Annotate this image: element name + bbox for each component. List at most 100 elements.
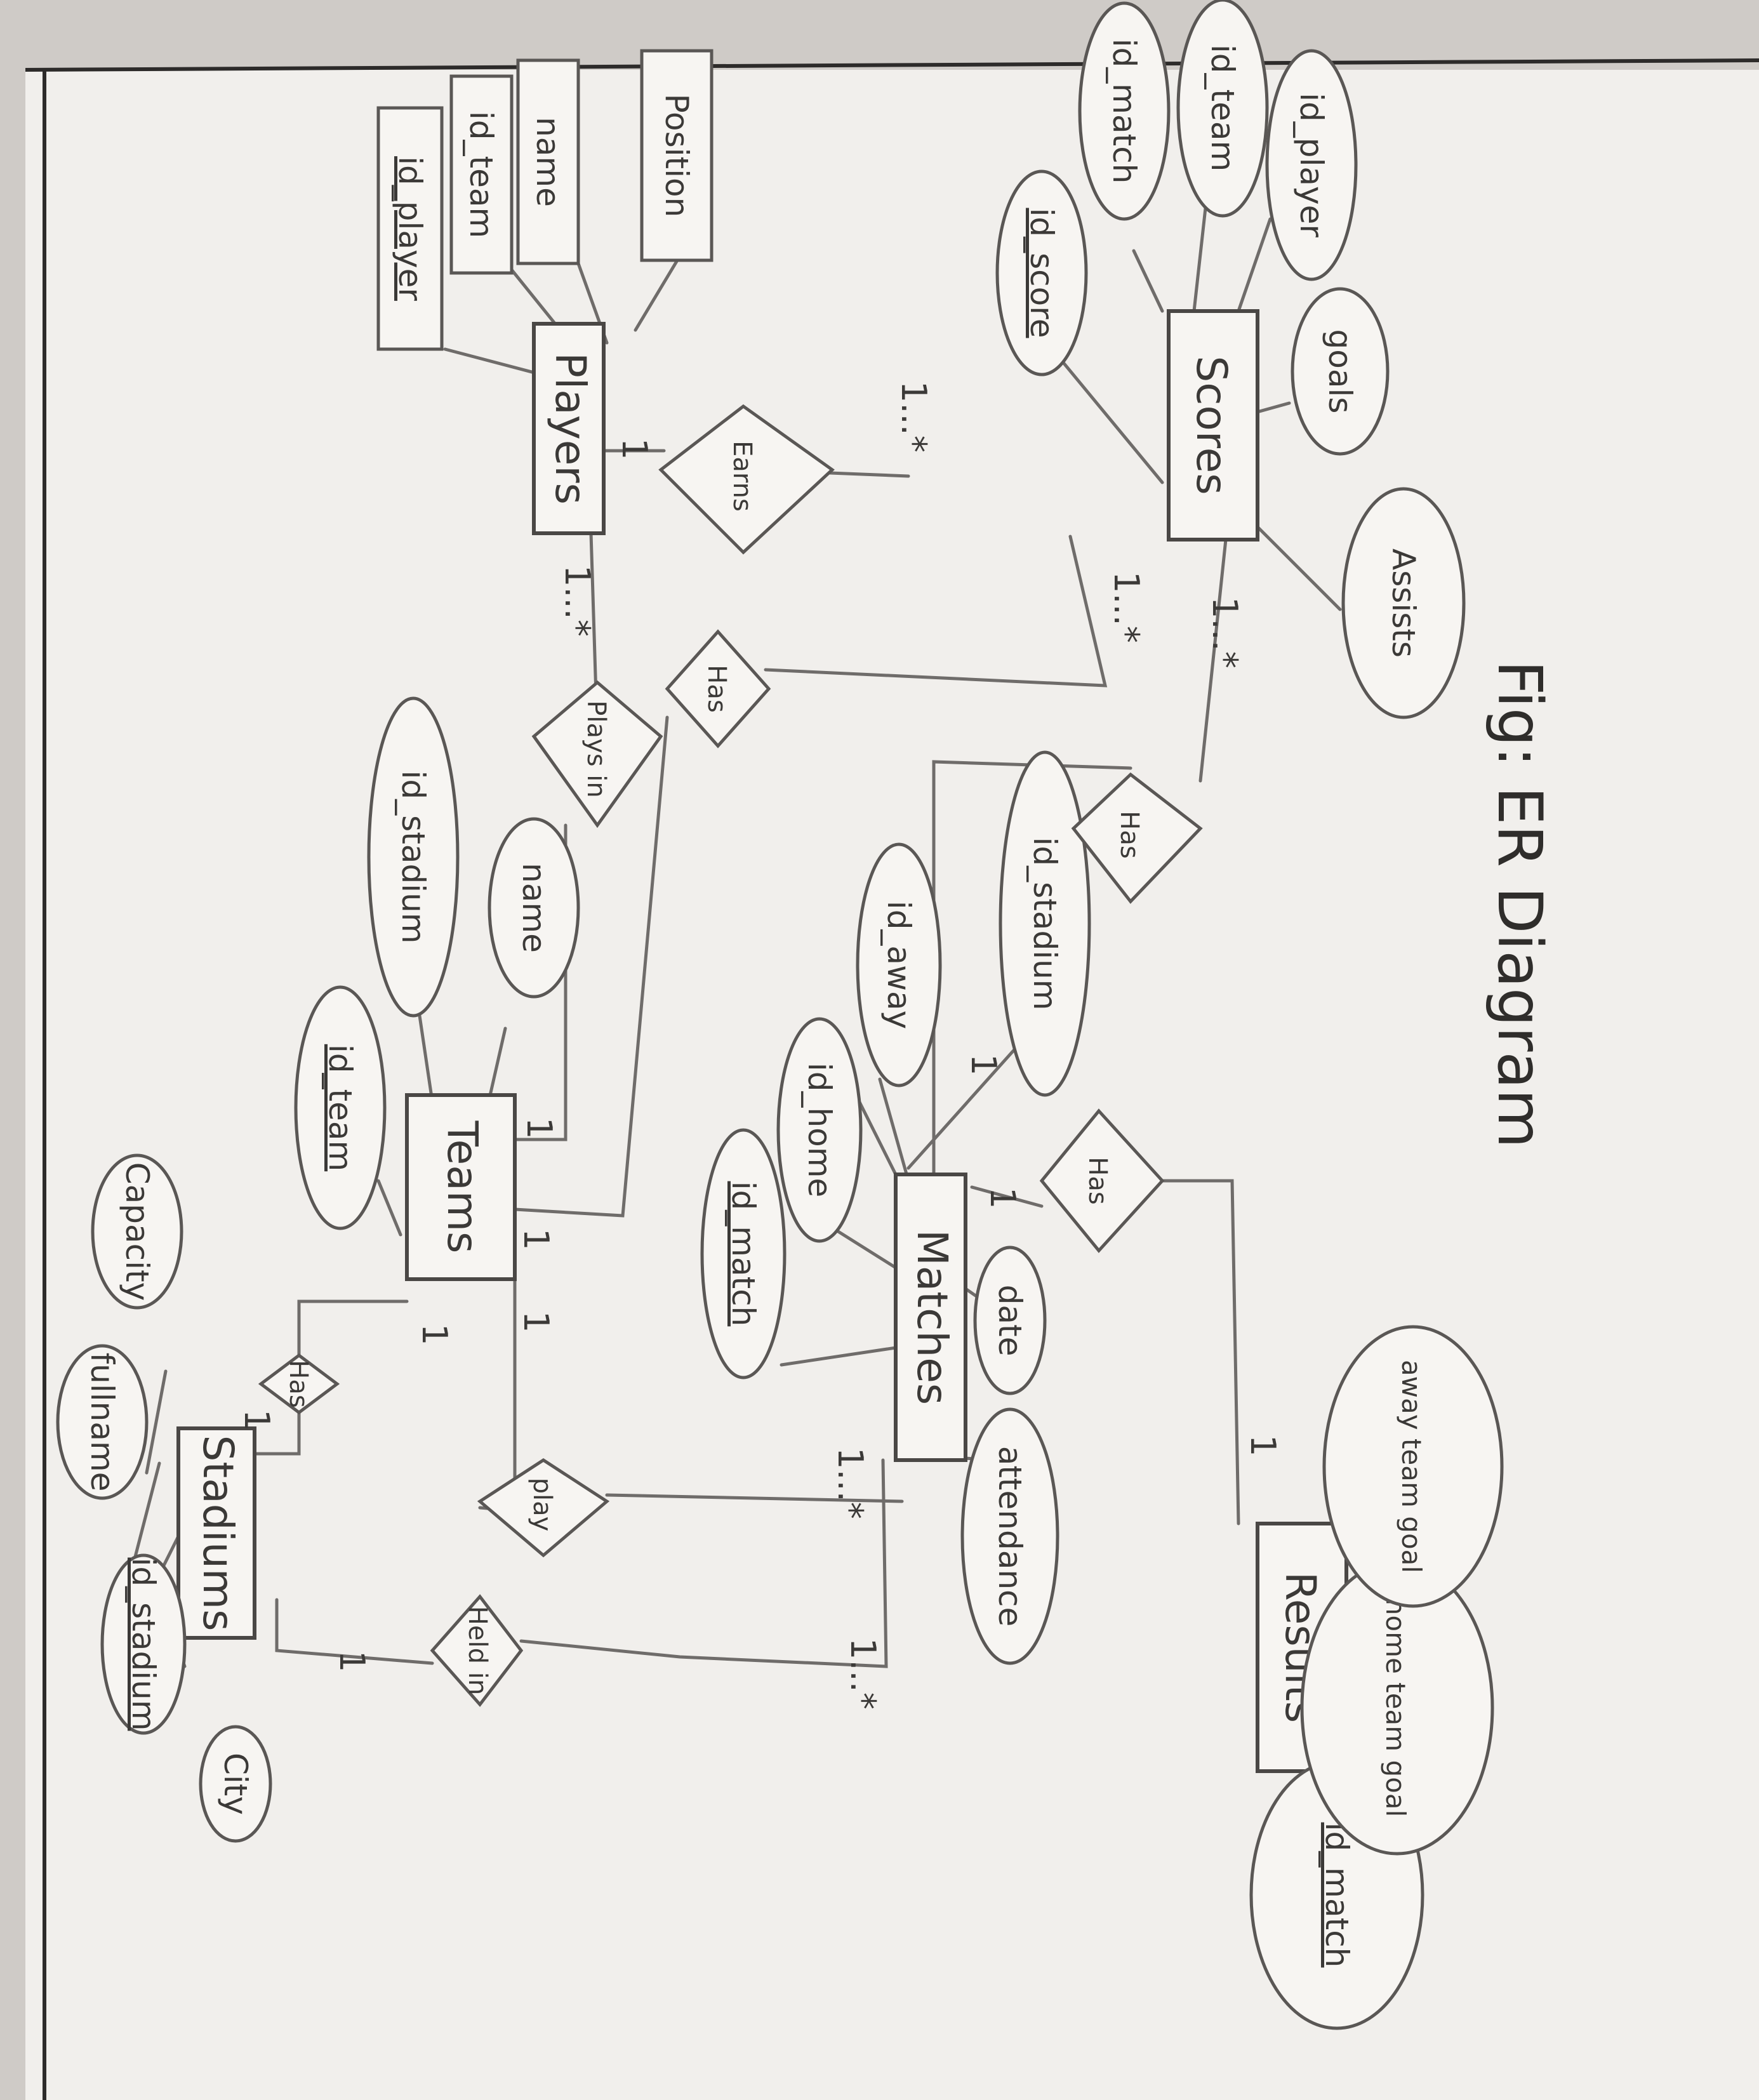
- attr-scores-goals: goals: [1291, 287, 1390, 456]
- attribute-label: id_match: [1318, 1823, 1355, 1968]
- attr-results-away-goal: away team goal: [1322, 1325, 1504, 1608]
- attribute-label: id_team: [463, 111, 500, 238]
- cardinality-label: 1: [614, 438, 654, 460]
- rel-stadiums-matches: Held in: [430, 1594, 524, 1707]
- attribute-oval: [973, 1246, 1047, 1395]
- attr-scores-id-match: id_match: [1078, 1, 1171, 221]
- attribute-label: id_stadium: [125, 1558, 162, 1731]
- attr-matches-id-home: id_home: [776, 1017, 863, 1243]
- attribute-label: Assists: [1385, 548, 1422, 658]
- cardinality-label: 1...*: [1106, 571, 1146, 643]
- entity-stadiums: Stadiums: [176, 1426, 256, 1640]
- cardinality-label: 1...*: [1205, 597, 1245, 668]
- edge: [1192, 195, 1209, 313]
- attribute-box: [376, 106, 444, 351]
- rel-matches-scores: Has: [1071, 772, 1203, 904]
- cardinality-label: 1...*: [843, 1638, 883, 1710]
- attr-stadiums-city: City: [199, 1725, 272, 1843]
- attribute-oval: [56, 1344, 149, 1500]
- attr-scores-id-team: id_team: [1176, 0, 1269, 218]
- attr-scores-id: id_score: [995, 169, 1088, 376]
- cardinality-label: 1: [516, 1311, 556, 1332]
- entity-players-label: Players: [546, 352, 595, 505]
- entity-box: [176, 1426, 256, 1640]
- cardinality-label: 1: [415, 1324, 455, 1345]
- attribute-oval: [294, 985, 387, 1230]
- attribute-label: id_player: [392, 156, 428, 301]
- attr-stadiums-capacity: Capacity: [91, 1153, 183, 1310]
- edge: [1198, 538, 1228, 783]
- attribute-oval: [1341, 487, 1466, 719]
- attr-players-id-team: id_team: [449, 74, 514, 275]
- entity-players: Players: [532, 322, 606, 535]
- edge: [253, 1411, 301, 1456]
- attribute-oval: [1078, 1, 1171, 221]
- cardinality-label: 1...*: [557, 565, 597, 637]
- edge: [906, 1046, 1018, 1170]
- attr-players-position: Position: [640, 49, 714, 262]
- relationship-label: Earns: [727, 441, 757, 512]
- edge: [605, 1493, 904, 1503]
- relationship-label: Plays in: [581, 700, 611, 797]
- attr-matches-attendance: attendance: [960, 1407, 1059, 1665]
- relationship-label: Has: [284, 1360, 313, 1407]
- attribute-label: Capacity: [119, 1162, 156, 1301]
- attribute-label: name: [529, 117, 566, 207]
- relationship-label: play: [528, 1478, 557, 1532]
- entity-matches: Matches: [894, 1173, 967, 1462]
- attribute-label: City: [217, 1753, 254, 1815]
- attr-players-id: id_player: [376, 106, 444, 351]
- rel-teams-scores: Has: [665, 629, 771, 748]
- cardinality-label: 1: [516, 1228, 556, 1250]
- cardinality-label: 1...*: [830, 1447, 870, 1519]
- attribute-oval: [1322, 1325, 1504, 1608]
- diagram-rotated: Stadiums Teams Players Matches Scores Re…: [56, 0, 1555, 2030]
- attribute-label: id_match: [1106, 39, 1143, 184]
- attribute-label: id_home: [801, 1063, 838, 1197]
- attr-teams-name: name: [488, 817, 580, 999]
- relationship-diamond: [658, 404, 835, 555]
- attr-matches-date: date: [973, 1246, 1047, 1395]
- cardinality-label: 1...*: [894, 381, 934, 453]
- attribute-label: goals: [1322, 329, 1358, 414]
- relationship-diamond: [1039, 1108, 1165, 1253]
- edge: [780, 1344, 910, 1367]
- edge: [132, 1461, 161, 1564]
- attr-players-name: name: [516, 58, 580, 265]
- attribute-label: id_match: [725, 1181, 762, 1327]
- attribute-box: [516, 58, 580, 265]
- edge: [519, 1458, 888, 1668]
- edge: [145, 1369, 168, 1475]
- attr-matches-id-stadium: id_stadium: [999, 750, 1091, 1097]
- relationship-label: Held in: [463, 1606, 492, 1695]
- relationship-label: Has: [702, 665, 731, 712]
- attribute-label: id_team: [322, 1044, 359, 1171]
- entity-box: [1167, 309, 1259, 542]
- edge: [513, 715, 669, 1218]
- edge: [1154, 1179, 1240, 1525]
- entity-box: [405, 1093, 517, 1281]
- attribute-oval: [999, 750, 1091, 1097]
- attribute-label: id_stadium: [395, 771, 432, 944]
- entity-scores-label: Scores: [1187, 356, 1236, 495]
- edge: [488, 1027, 507, 1100]
- edge: [418, 1014, 434, 1103]
- entity-matches-label: Matches: [908, 1230, 957, 1405]
- attribute-oval: [1291, 287, 1390, 456]
- attr-scores-assists: Assists: [1341, 487, 1466, 719]
- cardinality-label: 1: [964, 1054, 1004, 1075]
- relationship-diamond: [531, 680, 663, 828]
- rel-players-scores: Earns: [658, 404, 835, 555]
- entity-teams-label: Teams: [438, 1120, 487, 1254]
- attribute-oval: [700, 1128, 787, 1379]
- edge: [297, 1299, 409, 1357]
- cardinality-label: 1: [1243, 1435, 1283, 1456]
- attribute-oval: [1265, 49, 1358, 281]
- attribute-label: away team goal: [1396, 1360, 1427, 1573]
- edge: [275, 1598, 434, 1665]
- attribute-oval: [1176, 0, 1269, 218]
- attribute-label: date: [992, 1285, 1028, 1357]
- attribute-oval: [960, 1407, 1059, 1665]
- relationship-diamond: [258, 1353, 340, 1415]
